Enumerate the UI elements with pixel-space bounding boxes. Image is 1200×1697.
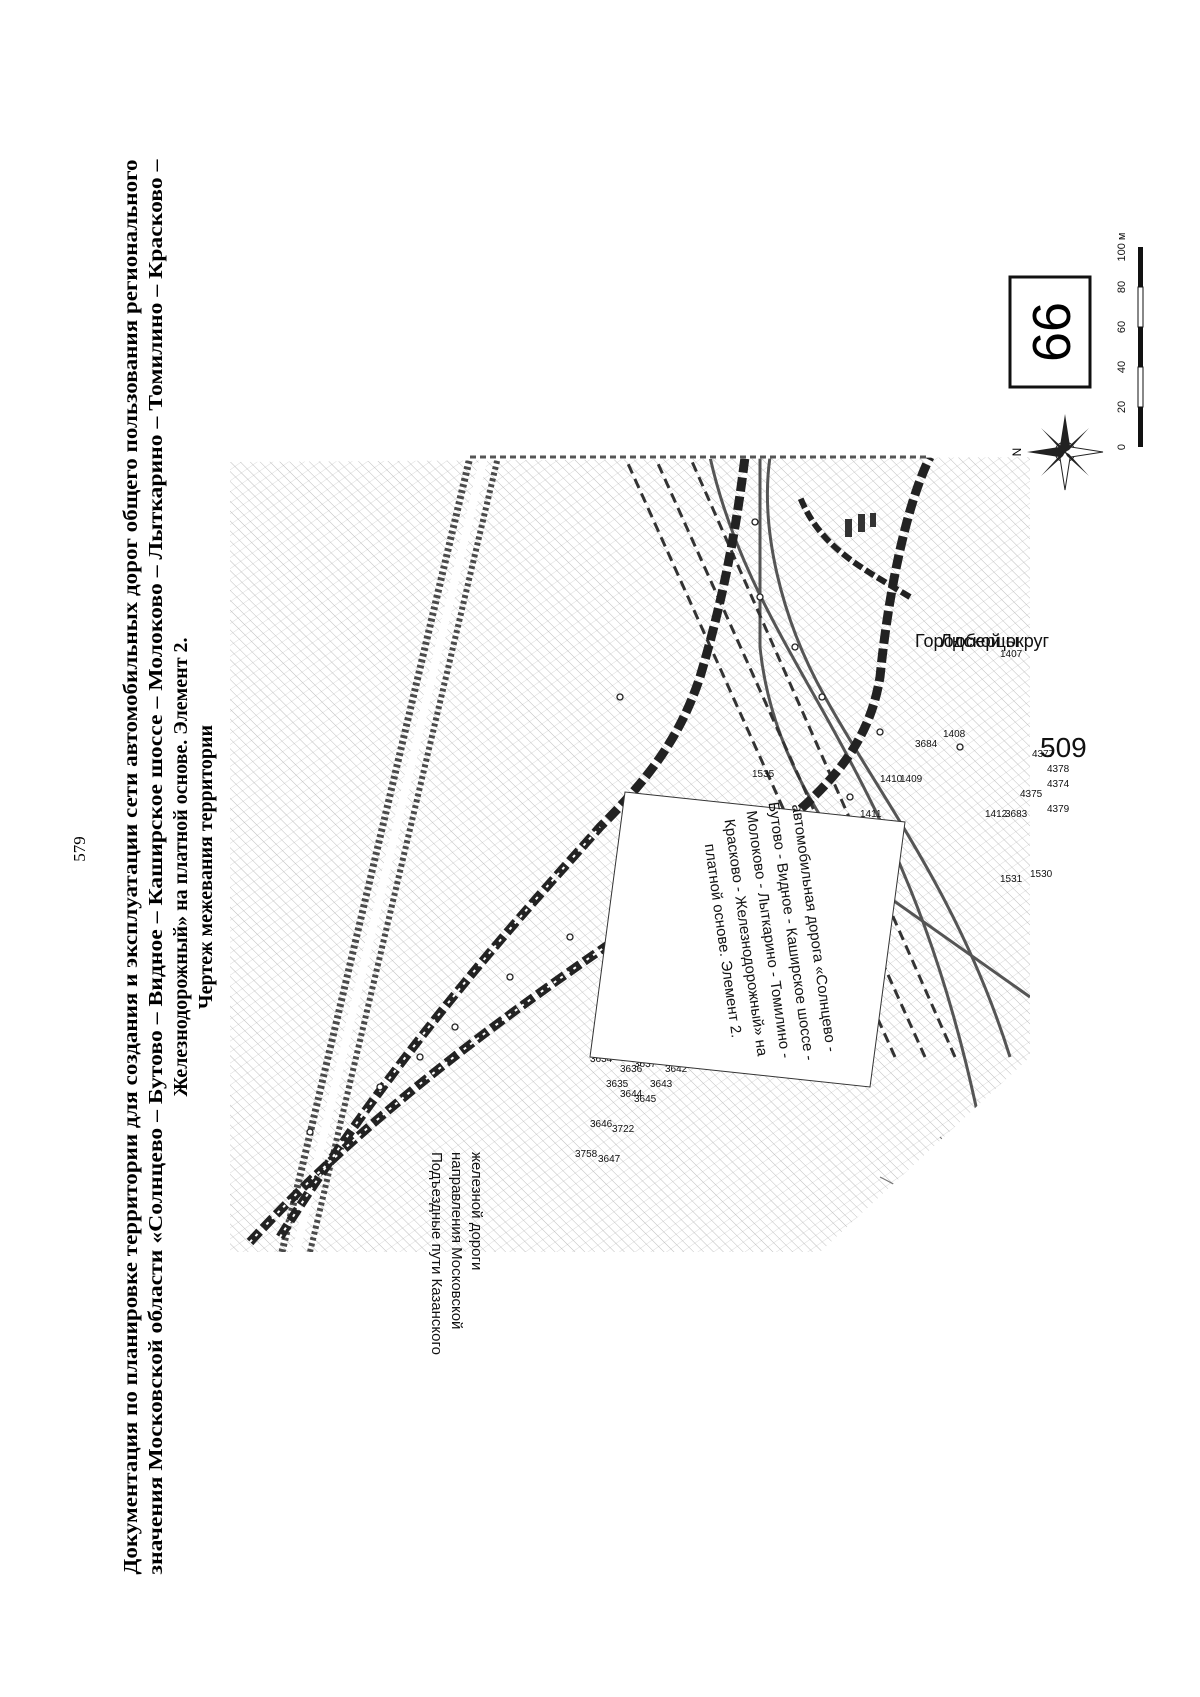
label-1535: 1535 xyxy=(752,769,775,780)
railway-tracks xyxy=(278,457,501,1252)
dashed-line-a xyxy=(653,457,927,1058)
district-label: Городской округ Люберцы xyxy=(915,631,1050,651)
page-number: 579 xyxy=(70,836,89,862)
road-edge-south xyxy=(279,826,601,1238)
parcel-marker-cluster xyxy=(845,513,876,537)
label-3643: 3643 xyxy=(650,1079,673,1090)
label-3683: 3683 xyxy=(1005,809,1028,820)
label-4374: 4374 xyxy=(1047,779,1070,790)
label-3644: 3644 xyxy=(620,1089,643,1100)
boundary-line-1407 xyxy=(708,457,1002,1238)
map-area: 1407 1408 3684 1409 1410 1411 1412 3683 … xyxy=(230,455,1087,1355)
railway-label-line-3: железной дороги xyxy=(468,1152,485,1270)
label-1411: 1411 xyxy=(860,809,882,820)
label-3646: 3646 xyxy=(590,1119,613,1130)
label-3634: 3634 xyxy=(590,1054,613,1065)
label-1531: 1531 xyxy=(1000,874,1023,885)
label-4377: 4377 xyxy=(1032,749,1055,760)
railway-label: Подъездные пути Казанского направления М… xyxy=(428,1152,485,1355)
compass-rose: N xyxy=(1010,414,1104,491)
scale-tick-100: 100 м xyxy=(1116,233,1128,262)
scale-tick-60: 60 xyxy=(1116,321,1128,333)
road-ramp xyxy=(797,495,912,600)
road-centerline-south xyxy=(276,457,750,1240)
boundary-line-1535 xyxy=(766,457,1012,1058)
label-1409: 1409 xyxy=(900,774,923,785)
road-callout: автомобильная дорога «Солнцево - Бутово … xyxy=(589,791,906,1088)
dashed-parcel-lines xyxy=(623,457,957,1058)
label-3645: 3645 xyxy=(634,1094,657,1105)
label-3642: 3642 xyxy=(665,1064,688,1075)
label-1412: 1412 xyxy=(985,809,1008,820)
railway-label-line-2: направления Московской xyxy=(448,1152,465,1329)
district-label-line-2: Люберцы xyxy=(940,631,1019,651)
scale-tick-40: 40 xyxy=(1116,361,1128,373)
label-3722: 3722 xyxy=(612,1124,635,1135)
district-label-line-1: Городской округ xyxy=(915,631,1050,651)
label-4379: 4379 xyxy=(1047,804,1070,815)
label-4378: 4378 xyxy=(1047,764,1070,775)
north-label: N xyxy=(1010,448,1024,457)
title-line-3: Железнодорожный» на платной основе. Элем… xyxy=(170,637,192,1096)
dashed-line-c xyxy=(623,457,897,1058)
label-3684: 3684 xyxy=(915,739,938,750)
sheet-number: 66 xyxy=(1022,302,1082,362)
title-line-1: Документация по планировке территории дл… xyxy=(120,160,142,1575)
label-3635: 3635 xyxy=(606,1079,629,1090)
label-3758: 3758 xyxy=(575,1149,598,1160)
road-edge-north xyxy=(249,826,781,1243)
label-4375: 4375 xyxy=(1020,789,1043,800)
label-3636: 3636 xyxy=(620,1064,643,1075)
road-centerline-north xyxy=(246,457,935,1246)
road-callout-box xyxy=(589,791,906,1088)
scale-tick-20: 20 xyxy=(1116,401,1128,413)
railway-label-line-1: Подъездные пути Казанского xyxy=(428,1152,445,1355)
label-1407: 1407 xyxy=(1000,649,1023,660)
label-3637: 3637 xyxy=(634,1059,657,1070)
page-title: Документация по планировке территории дл… xyxy=(120,158,217,1574)
scale-bar: 0 20 40 60 80 100 м xyxy=(1116,233,1144,450)
sheet-number-box: 66 xyxy=(1008,275,1092,389)
scale-tick-0: 0 xyxy=(1116,444,1128,450)
label-3647: 3647 xyxy=(598,1154,621,1165)
label-1530: 1530 xyxy=(1030,869,1053,880)
drawing-subtitle: Чертеж межевания территории xyxy=(195,725,217,1009)
label-1410: 1410 xyxy=(880,774,903,785)
zone-509: 509 xyxy=(1040,732,1087,763)
title-line-2: значения Московской области «Солнцево – … xyxy=(145,158,167,1574)
scale-tick-80: 80 xyxy=(1116,281,1128,293)
dashed-line-b xyxy=(688,457,957,1058)
label-1408: 1408 xyxy=(943,729,966,740)
road-corridor xyxy=(246,457,935,1246)
